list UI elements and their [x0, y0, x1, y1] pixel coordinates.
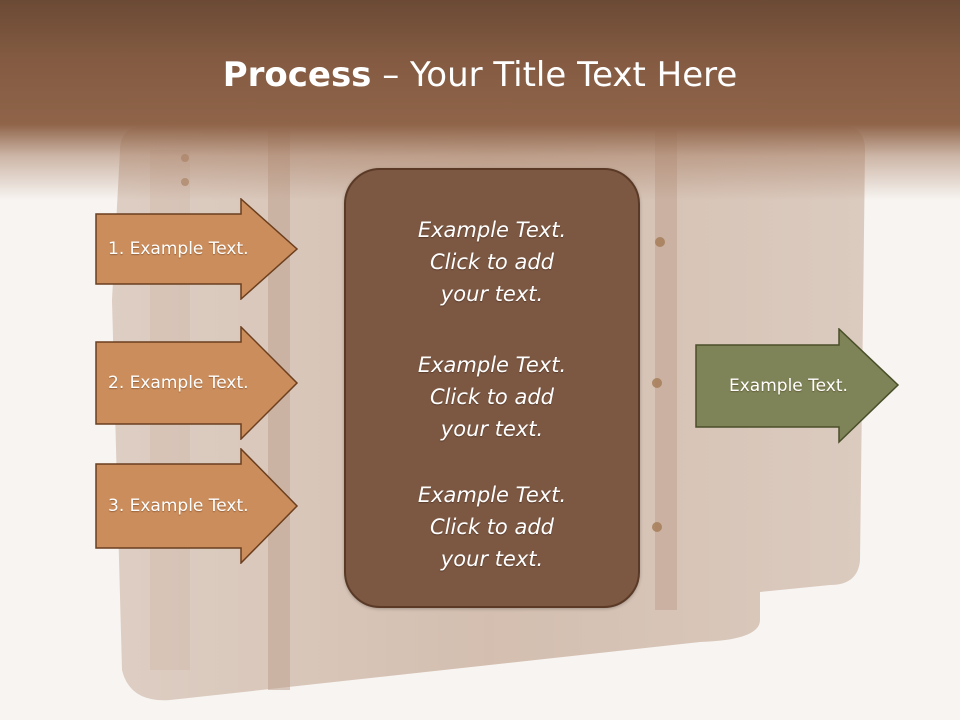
- process-box: Example Text. Click to add your text. Ex…: [344, 168, 640, 608]
- process-box-line: Click to add: [429, 250, 554, 274]
- header-band: [0, 0, 960, 200]
- input-arrow-label: 1. Example Text.: [108, 239, 249, 259]
- arrow-right-icon: [95, 448, 299, 564]
- process-box-line: Example Text.: [417, 353, 567, 377]
- process-box-line: Example Text.: [417, 218, 567, 242]
- arrow-right-icon: [95, 198, 299, 300]
- process-box-paragraph-2: Example Text. Click to add your text.: [346, 349, 638, 445]
- process-box-line: Example Text.: [417, 483, 567, 507]
- arrow-right-icon: [695, 328, 900, 444]
- process-box-paragraph-1: Example Text. Click to add your text.: [346, 214, 638, 310]
- input-arrow-3: 3. Example Text.: [95, 448, 299, 564]
- process-box-line: your text.: [440, 547, 544, 571]
- output-arrow-label: Example Text.: [729, 376, 848, 396]
- input-arrow-1: 1. Example Text.: [95, 198, 299, 300]
- process-box-line: your text.: [440, 417, 544, 441]
- arrow-right-icon: [95, 326, 299, 440]
- process-box-line: Click to add: [429, 515, 554, 539]
- output-arrow: Example Text.: [695, 328, 900, 444]
- slide-title-rest: – Your Title Text Here: [371, 55, 738, 95]
- input-arrow-2: 2. Example Text.: [95, 326, 299, 440]
- process-box-paragraph-3: Example Text. Click to add your text.: [346, 479, 638, 575]
- process-box-line: your text.: [440, 282, 544, 306]
- input-arrow-label: 3. Example Text.: [108, 496, 249, 516]
- slide-title: Process – Your Title Text Here: [0, 52, 960, 98]
- slide-title-bold: Process: [222, 55, 372, 95]
- process-box-line: Click to add: [429, 385, 554, 409]
- input-arrow-label: 2. Example Text.: [108, 373, 249, 393]
